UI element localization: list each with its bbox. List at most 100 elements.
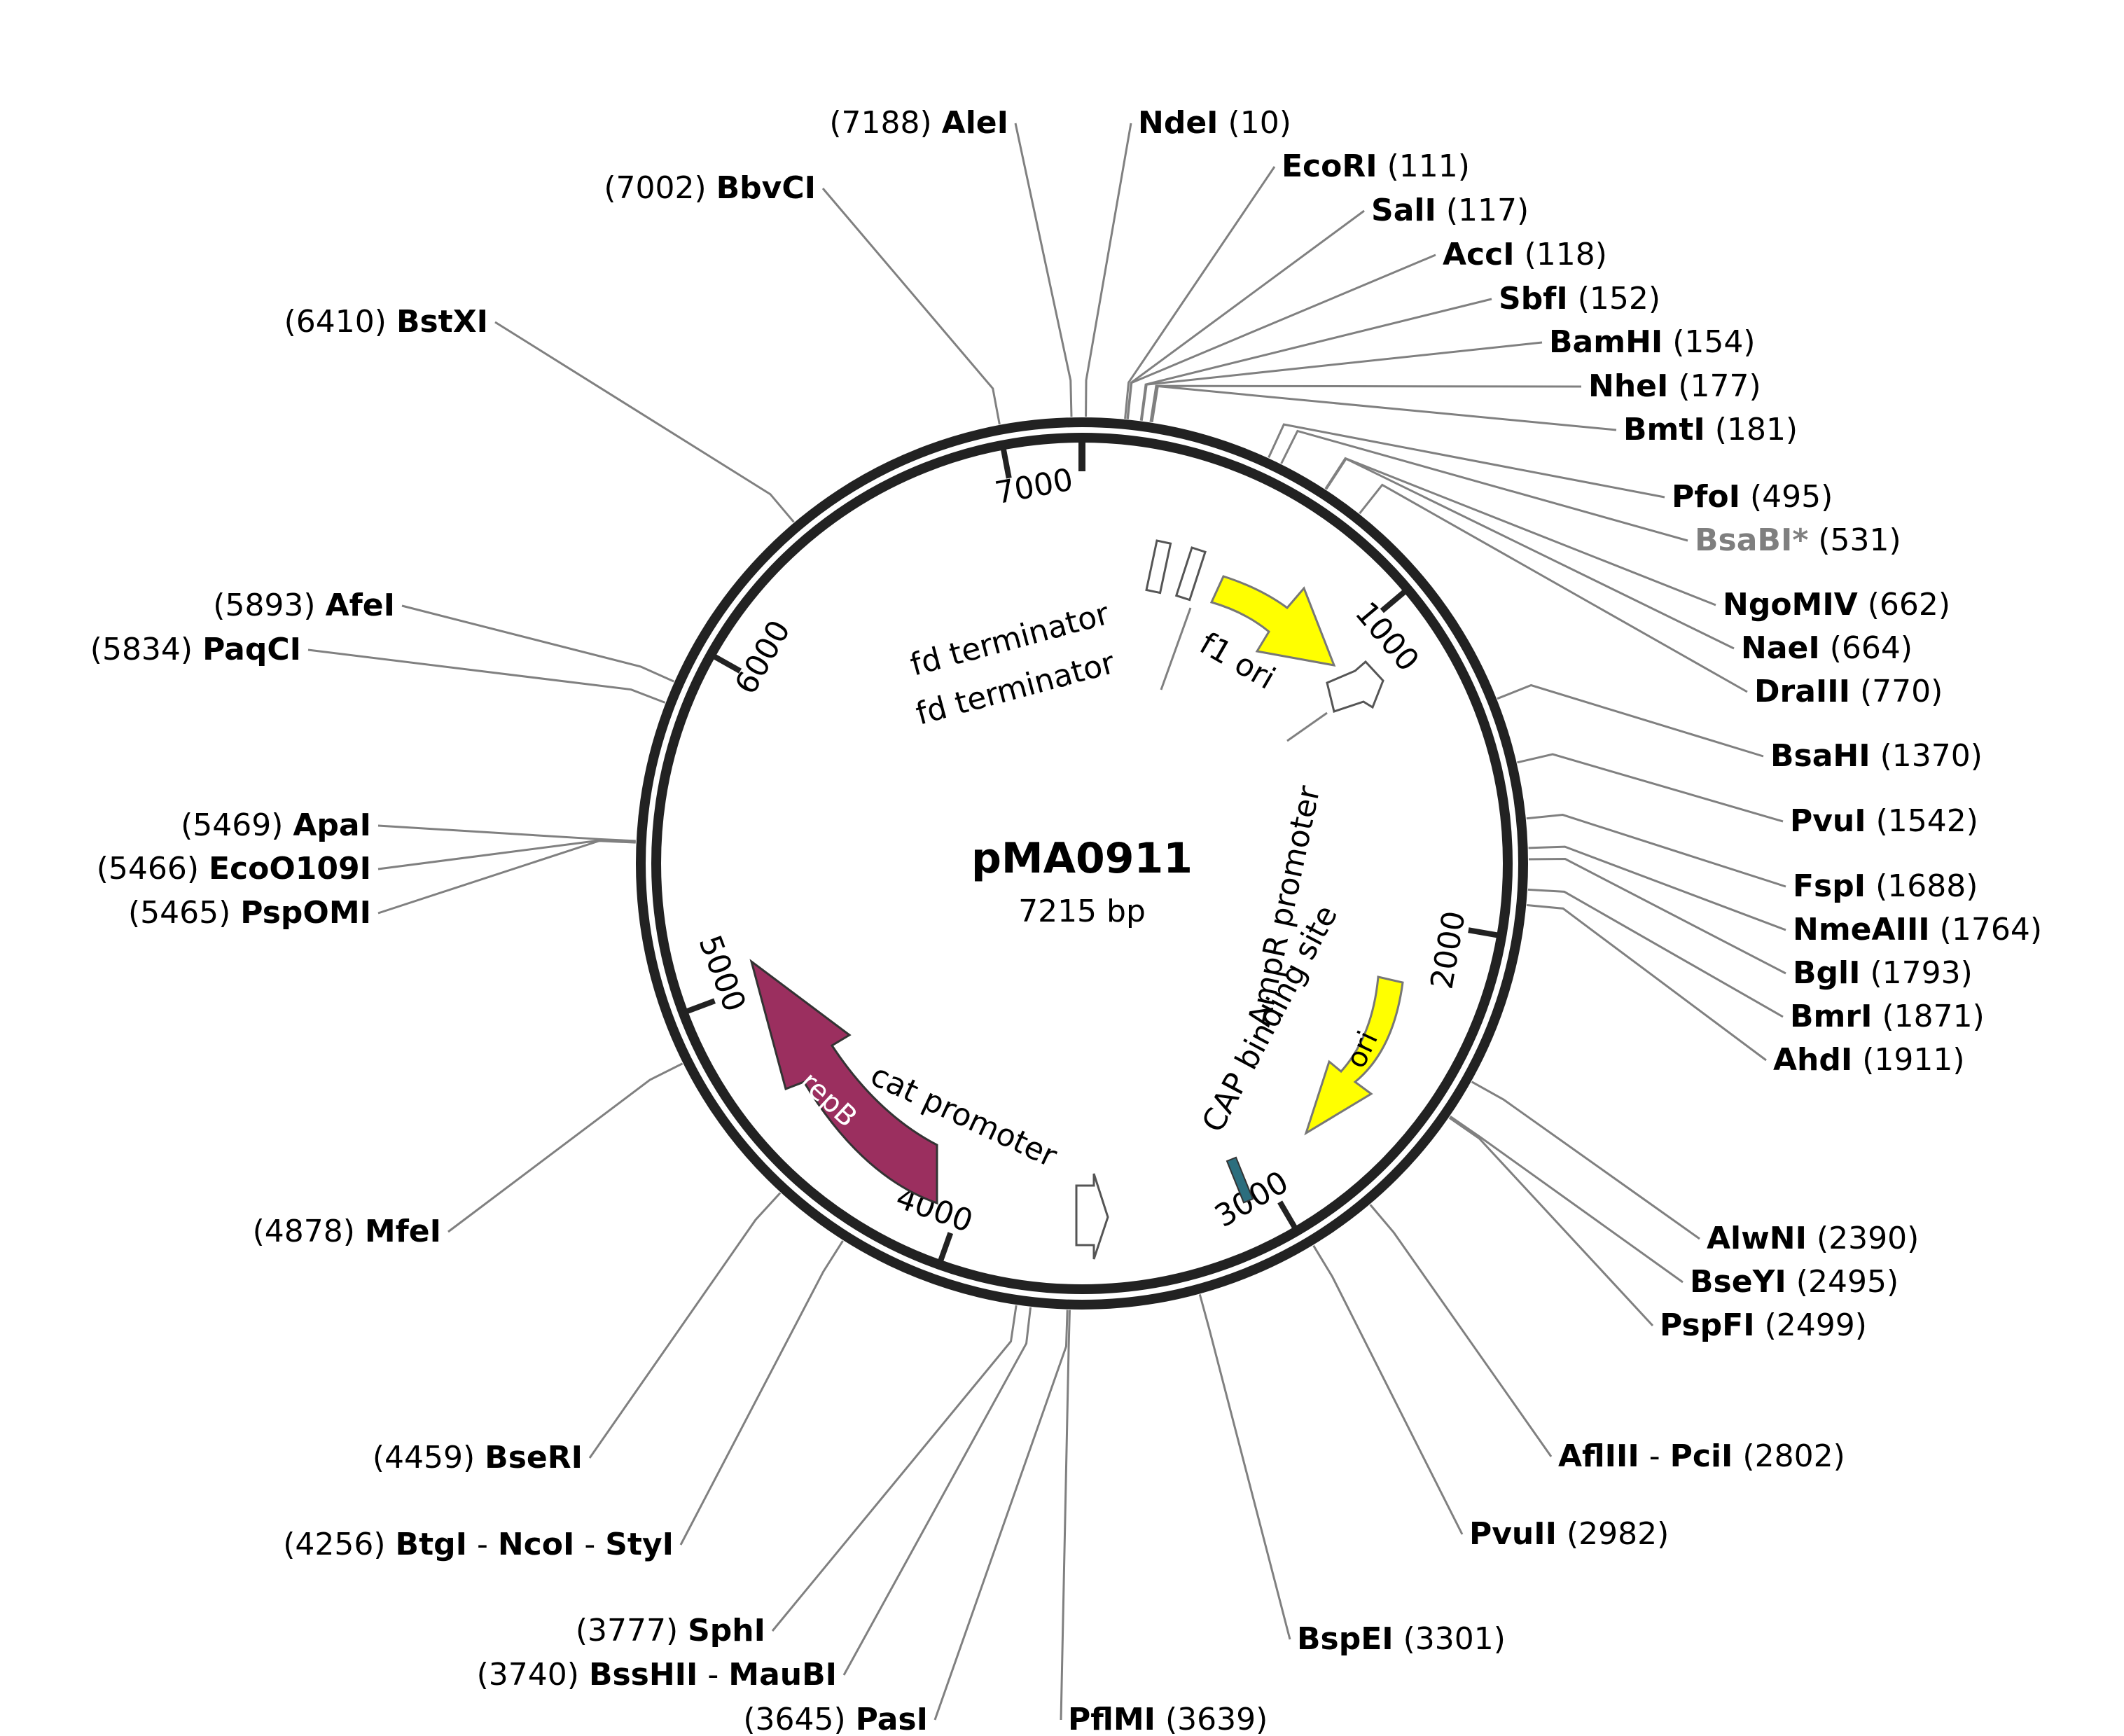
site-name: SalI [1371, 193, 1436, 228]
site-name: BseRI [485, 1440, 583, 1475]
site-name: NdeI [1138, 105, 1219, 141]
tick-mark-5000 [682, 998, 716, 1015]
site-label-EcoRI: EcoRI (111) [1282, 148, 1470, 184]
site-pos: (2982) [1557, 1516, 1669, 1552]
site-label-AccI: AccI (118) [1443, 237, 1607, 272]
site-label-BsaHI: BsaHI (1370) [1770, 738, 1983, 774]
site-label-PfoI: PfoI (495) [1672, 479, 1833, 515]
site-name: PflMI [1068, 1702, 1155, 1736]
leader-BsaHI [1497, 683, 1764, 758]
leader-AflIII-PciI [1369, 1204, 1553, 1457]
site-pos: (10) [1219, 105, 1291, 141]
site-pos: (4256) [283, 1527, 395, 1562]
site-sep: - [467, 1527, 498, 1562]
site-label-PvuI: PvuI (1542) [1790, 803, 1978, 839]
site-pos: (117) [1436, 193, 1529, 228]
site-label-NheI: NheI (177) [1588, 368, 1761, 404]
tick-mark-4000 [936, 1232, 954, 1266]
leader-BmrI [1527, 888, 1784, 1018]
leader-PasI [933, 1310, 1069, 1721]
leader-PfoI [1268, 423, 1665, 499]
site-label-SalI: SalI (117) [1371, 193, 1529, 228]
site-name: PvuI [1790, 803, 1866, 839]
site-name: AfeI [326, 588, 395, 623]
site-name: StyI [605, 1527, 674, 1562]
site-pos: (664) [1820, 630, 1913, 666]
site-label-PvuII: PvuII (2982) [1469, 1516, 1669, 1552]
site-label-NmeAIII: NmeAIII (1764) [1793, 912, 2042, 947]
site-label-BspEI: BspEI (3301) [1297, 1621, 1506, 1657]
leader-NaeI [1325, 457, 1735, 650]
site-name: PspOMI [240, 895, 371, 931]
site-label-PspFI: PspFI (2499) [1660, 1307, 1867, 1343]
site-pos: (5465) [128, 895, 240, 931]
ori-arrow [1304, 975, 1404, 1136]
tick-mark-2000 [1468, 927, 1502, 939]
site-name: FspI [1793, 868, 1866, 904]
site-label-SphI: (3777) SphI [576, 1613, 765, 1648]
site-name: PfoI [1672, 479, 1740, 515]
site-sep: - [697, 1657, 728, 1693]
site-pos: (1871) [1872, 999, 1984, 1034]
site-pos: (7002) [604, 170, 716, 206]
site-name: AlwNI [1707, 1221, 1807, 1256]
site-sep: - [574, 1527, 605, 1562]
site-label-AhdI: AhdI (1911) [1773, 1042, 1965, 1078]
site-pos: (495) [1740, 479, 1833, 515]
site-name: BspEI [1297, 1621, 1394, 1657]
site-pos: (111) [1377, 148, 1470, 184]
site-name: AflIII [1558, 1438, 1639, 1474]
site-pos: (5893) [213, 588, 325, 623]
site-name: SphI [688, 1613, 765, 1648]
site-pos: (118) [1515, 237, 1607, 272]
site-pos: (1542) [1866, 803, 1978, 839]
leader-DraIII [1359, 483, 1748, 693]
site-name: EcoO109I [209, 851, 371, 887]
tick-label-6000: 6000 [728, 614, 798, 700]
site-name: PspFI [1660, 1307, 1755, 1343]
leader-NdeI [1085, 123, 1132, 417]
site-label-NdeI: NdeI (10) [1138, 105, 1291, 141]
site-pos: (4878) [253, 1214, 365, 1249]
leader-NheI [1149, 384, 1582, 422]
site-label-BmrI: BmrI (1871) [1790, 999, 1985, 1034]
site-name: NcoI [498, 1527, 575, 1562]
site-name: BsaBI* [1695, 522, 1808, 558]
site-name: PciI [1670, 1438, 1733, 1474]
site-name: NmeAIII [1793, 912, 1930, 947]
site-name: BseYI [1690, 1264, 1786, 1300]
leader-AccI [1126, 254, 1436, 419]
tick-mark-1000 [1380, 587, 1410, 613]
plasmid-length: 7215 bp [1018, 894, 1146, 929]
site-name: MauBI [728, 1657, 837, 1693]
site-pos: (5466) [97, 851, 209, 887]
site-pos: (5469) [181, 807, 293, 843]
site-name: PvuII [1469, 1516, 1557, 1552]
site-pos: (2495) [1786, 1264, 1899, 1300]
site-label-PflMI: PflMI (3639) [1068, 1702, 1268, 1736]
tick-mark-7000 [999, 444, 1012, 479]
leader-PflMI [1060, 1310, 1071, 1721]
site-name: BssHII [589, 1657, 697, 1693]
site-label-PspOMI: (5465) PspOMI [128, 895, 371, 931]
site-pos: (2499) [1755, 1307, 1867, 1343]
feature-shapes [749, 539, 1404, 1260]
leader-EcoO109I [377, 839, 636, 870]
site-name: BmtI [1623, 412, 1705, 447]
site-label-EcoO109I: (5466) EcoO109I [97, 851, 371, 887]
site-label-BsaBI*: BsaBI* (531) [1695, 522, 1901, 558]
site-name: DraIII [1754, 674, 1850, 709]
site-pos: (2390) [1807, 1221, 1919, 1256]
site-name: AhdI [1773, 1042, 1852, 1078]
site-pos: (3645) [743, 1702, 855, 1736]
site-label-BtgI-NcoI-StyI: (4256) BtgI - NcoI - StyI [283, 1527, 674, 1562]
site-label-NgoMIV: NgoMIV (662) [1723, 587, 1950, 623]
restriction-site-labels: NdeI (10) EcoRI (111) SalI (117) AccI (118)… [90, 105, 2042, 1736]
leader-PaqCI [307, 648, 666, 704]
tick-mark-3000 [1277, 1200, 1300, 1232]
site-pos: (1370) [1870, 738, 1983, 774]
tick-mark-6000 [709, 652, 742, 674]
site-label-AlwNI: AlwNI (2390) [1707, 1221, 1919, 1256]
site-pos: (152) [1568, 281, 1660, 317]
